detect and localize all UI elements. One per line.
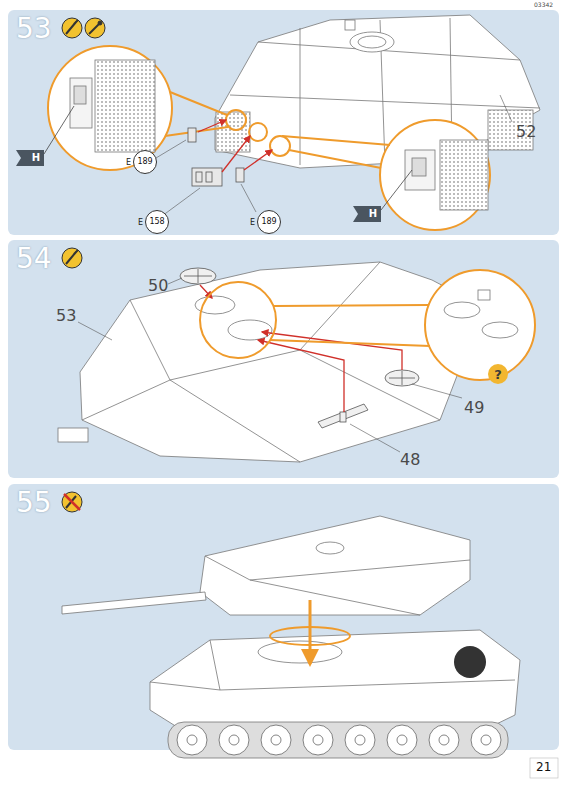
page-number: 21	[536, 760, 551, 774]
step-number: 55	[16, 486, 52, 519]
callout-number: 49	[464, 398, 484, 417]
callout-number: 52	[516, 122, 536, 141]
part-number: E189	[126, 150, 157, 174]
step-panel: 54?	[8, 240, 559, 478]
help-icon: ?	[488, 364, 508, 384]
flag-letter: H	[16, 150, 52, 166]
part-number: E158	[138, 210, 169, 234]
step-number: 53	[16, 12, 52, 45]
part-number: 189	[257, 210, 281, 234]
catalog-number: 03342	[534, 1, 553, 8]
callout-number: 48	[400, 450, 420, 469]
step-panel: 53HE189E158E189H	[8, 10, 559, 235]
help-mark: ?	[494, 367, 502, 382]
callout-number: 53	[56, 306, 76, 325]
sprue-letter: E	[250, 218, 255, 227]
marker-flag: H	[353, 206, 389, 222]
step-number: 54	[16, 242, 52, 275]
part-number: 158	[145, 210, 169, 234]
part-number: E189	[250, 210, 281, 234]
sprue-letter: E	[138, 218, 143, 227]
callout-number: 50	[148, 276, 168, 295]
flag-letter: H	[353, 206, 389, 222]
sprue-letter: E	[126, 158, 131, 167]
part-number: 189	[133, 150, 157, 174]
step-panel: 55	[8, 484, 559, 750]
marker-flag: H	[16, 150, 52, 166]
